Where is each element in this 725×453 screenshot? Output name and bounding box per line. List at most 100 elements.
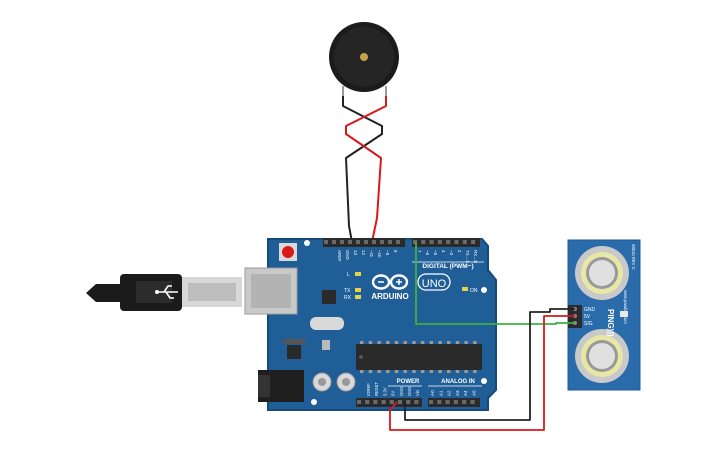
- digital-header-right: [412, 238, 480, 247]
- chip-pin: [447, 370, 451, 373]
- analog-pin-label: A5: [472, 390, 477, 396]
- arduino-logo-icon: [371, 274, 409, 290]
- pin-hole[interactable]: [429, 400, 433, 404]
- chip-pin: [473, 341, 477, 344]
- chip-pin: [386, 370, 390, 373]
- digital-pin-label: ~6: [425, 250, 430, 256]
- digital-pin-label: 13: [353, 250, 358, 255]
- pin-hole[interactable]: [406, 400, 411, 404]
- pin-hole[interactable]: [470, 400, 475, 404]
- pin-hole[interactable]: [413, 240, 417, 244]
- analog-pin-label: A4: [463, 390, 468, 396]
- pin-hole[interactable]: [356, 240, 360, 244]
- pin-hole[interactable]: [340, 240, 344, 244]
- chip-pin: [429, 341, 434, 344]
- led-rx-label: RX: [344, 295, 352, 301]
- model-label: UNO: [422, 278, 447, 290]
- digital-pin-label: GND: [345, 250, 350, 260]
- buzzer-wire-black[interactable]: [342, 96, 383, 243]
- digital-pin-label: ~11: [369, 250, 374, 258]
- pin-hole[interactable]: [421, 240, 426, 244]
- pin-hole[interactable]: [396, 240, 400, 244]
- chip-pin: [403, 341, 407, 344]
- chip-pin: [455, 341, 460, 344]
- chip-pin: [386, 341, 390, 344]
- pin-hole[interactable]: [373, 400, 378, 404]
- chip-pin: [368, 370, 373, 373]
- pin-hole[interactable]: [462, 240, 467, 244]
- chip-pin: [377, 341, 381, 344]
- digital-pin-label: TX→1: [465, 250, 470, 263]
- pin-hole[interactable]: [398, 400, 402, 404]
- pin-hole[interactable]: [332, 240, 336, 244]
- chip-pin: [420, 341, 425, 344]
- chip-pin: [377, 370, 381, 373]
- power-pin-label: 5V: [391, 391, 396, 396]
- brand-label: ARDUINO: [371, 292, 408, 301]
- chip-pin: [464, 341, 468, 344]
- pin-hole[interactable]: [471, 240, 476, 244]
- voltage-regulator: [287, 345, 301, 359]
- usb-cable[interactable]: [86, 274, 242, 311]
- power-pin-label: GND: [407, 387, 412, 396]
- pin-hole[interactable]: [389, 400, 394, 404]
- chip-pin: [394, 370, 399, 373]
- power-header-label: POWER: [397, 379, 420, 385]
- pin-hole[interactable]: [324, 240, 328, 244]
- pin-hole[interactable]: [380, 240, 384, 244]
- pin-hole[interactable]: [365, 400, 370, 404]
- chip-pin: [412, 341, 416, 344]
- usb-symbol-icon: [158, 285, 178, 299]
- digital-pin-label: 4: [441, 250, 446, 253]
- power-pin-label: RESET: [374, 382, 379, 396]
- chip-pin: [464, 370, 468, 373]
- analog-pin-label: A3: [455, 390, 460, 396]
- power-header: [356, 398, 422, 407]
- pin-hole[interactable]: [454, 240, 459, 244]
- chip-pin: [360, 341, 364, 344]
- sensor-pin-gnd: GND: [584, 307, 596, 313]
- chip-pin: [447, 341, 451, 344]
- pin-hole[interactable]: [414, 400, 419, 404]
- sensor-site-label: www.parallax.com: [623, 290, 628, 324]
- pin-hole[interactable]: [348, 240, 352, 244]
- sensor-pin-sig: SIG: [584, 321, 593, 327]
- sensor-name-label: PING))): [606, 309, 615, 337]
- analog-pin-label: A1: [438, 390, 443, 396]
- pin-hole[interactable]: [445, 400, 450, 404]
- buzzer-wire-red[interactable]: [345, 96, 387, 243]
- led-tx-label: TX: [344, 288, 351, 294]
- power-pin-label: Vin: [415, 389, 420, 396]
- pin-hole[interactable]: [437, 240, 442, 244]
- sensor-pin-5v: 5V: [584, 314, 591, 320]
- pin-hole[interactable]: [372, 240, 376, 244]
- pin-hole[interactable]: [388, 240, 392, 244]
- chip-pin: [455, 370, 460, 373]
- chip-pin: [403, 370, 407, 373]
- analog-pin-label: A0: [430, 390, 435, 396]
- sensor-wire-black[interactable]: [404, 308, 575, 421]
- pin-hole[interactable]: [429, 240, 434, 244]
- piezo-buzzer[interactable]: [329, 22, 399, 96]
- sensor-rev-label: 28015 REV C: [631, 244, 636, 270]
- pin-hole[interactable]: [446, 240, 451, 244]
- pin-hole[interactable]: [462, 400, 467, 404]
- ultrasonic-sensor[interactable]: GND 5V SIG PING))) www.parallax.com 2801…: [567, 239, 641, 391]
- usb-chip: [322, 290, 336, 304]
- digital-pin-label: AREF: [337, 250, 342, 262]
- power-pin-label: GND: [399, 387, 404, 396]
- digital-header-label: DIGITAL (PWM~): [422, 263, 473, 270]
- pin-hole[interactable]: [364, 240, 368, 244]
- pin-hole[interactable]: [453, 400, 458, 404]
- sensor-wire-green[interactable]: [415, 242, 575, 325]
- chip-pin: [438, 341, 442, 344]
- sensor-wire-red[interactable]: [389, 315, 575, 431]
- digital-pin-label: 2: [457, 250, 462, 253]
- pin-hole[interactable]: [357, 400, 361, 404]
- digital-pin-label: ~5: [433, 250, 438, 256]
- pin-hole[interactable]: [381, 400, 386, 404]
- pin-hole[interactable]: [437, 400, 442, 404]
- chip-pin: [420, 370, 425, 373]
